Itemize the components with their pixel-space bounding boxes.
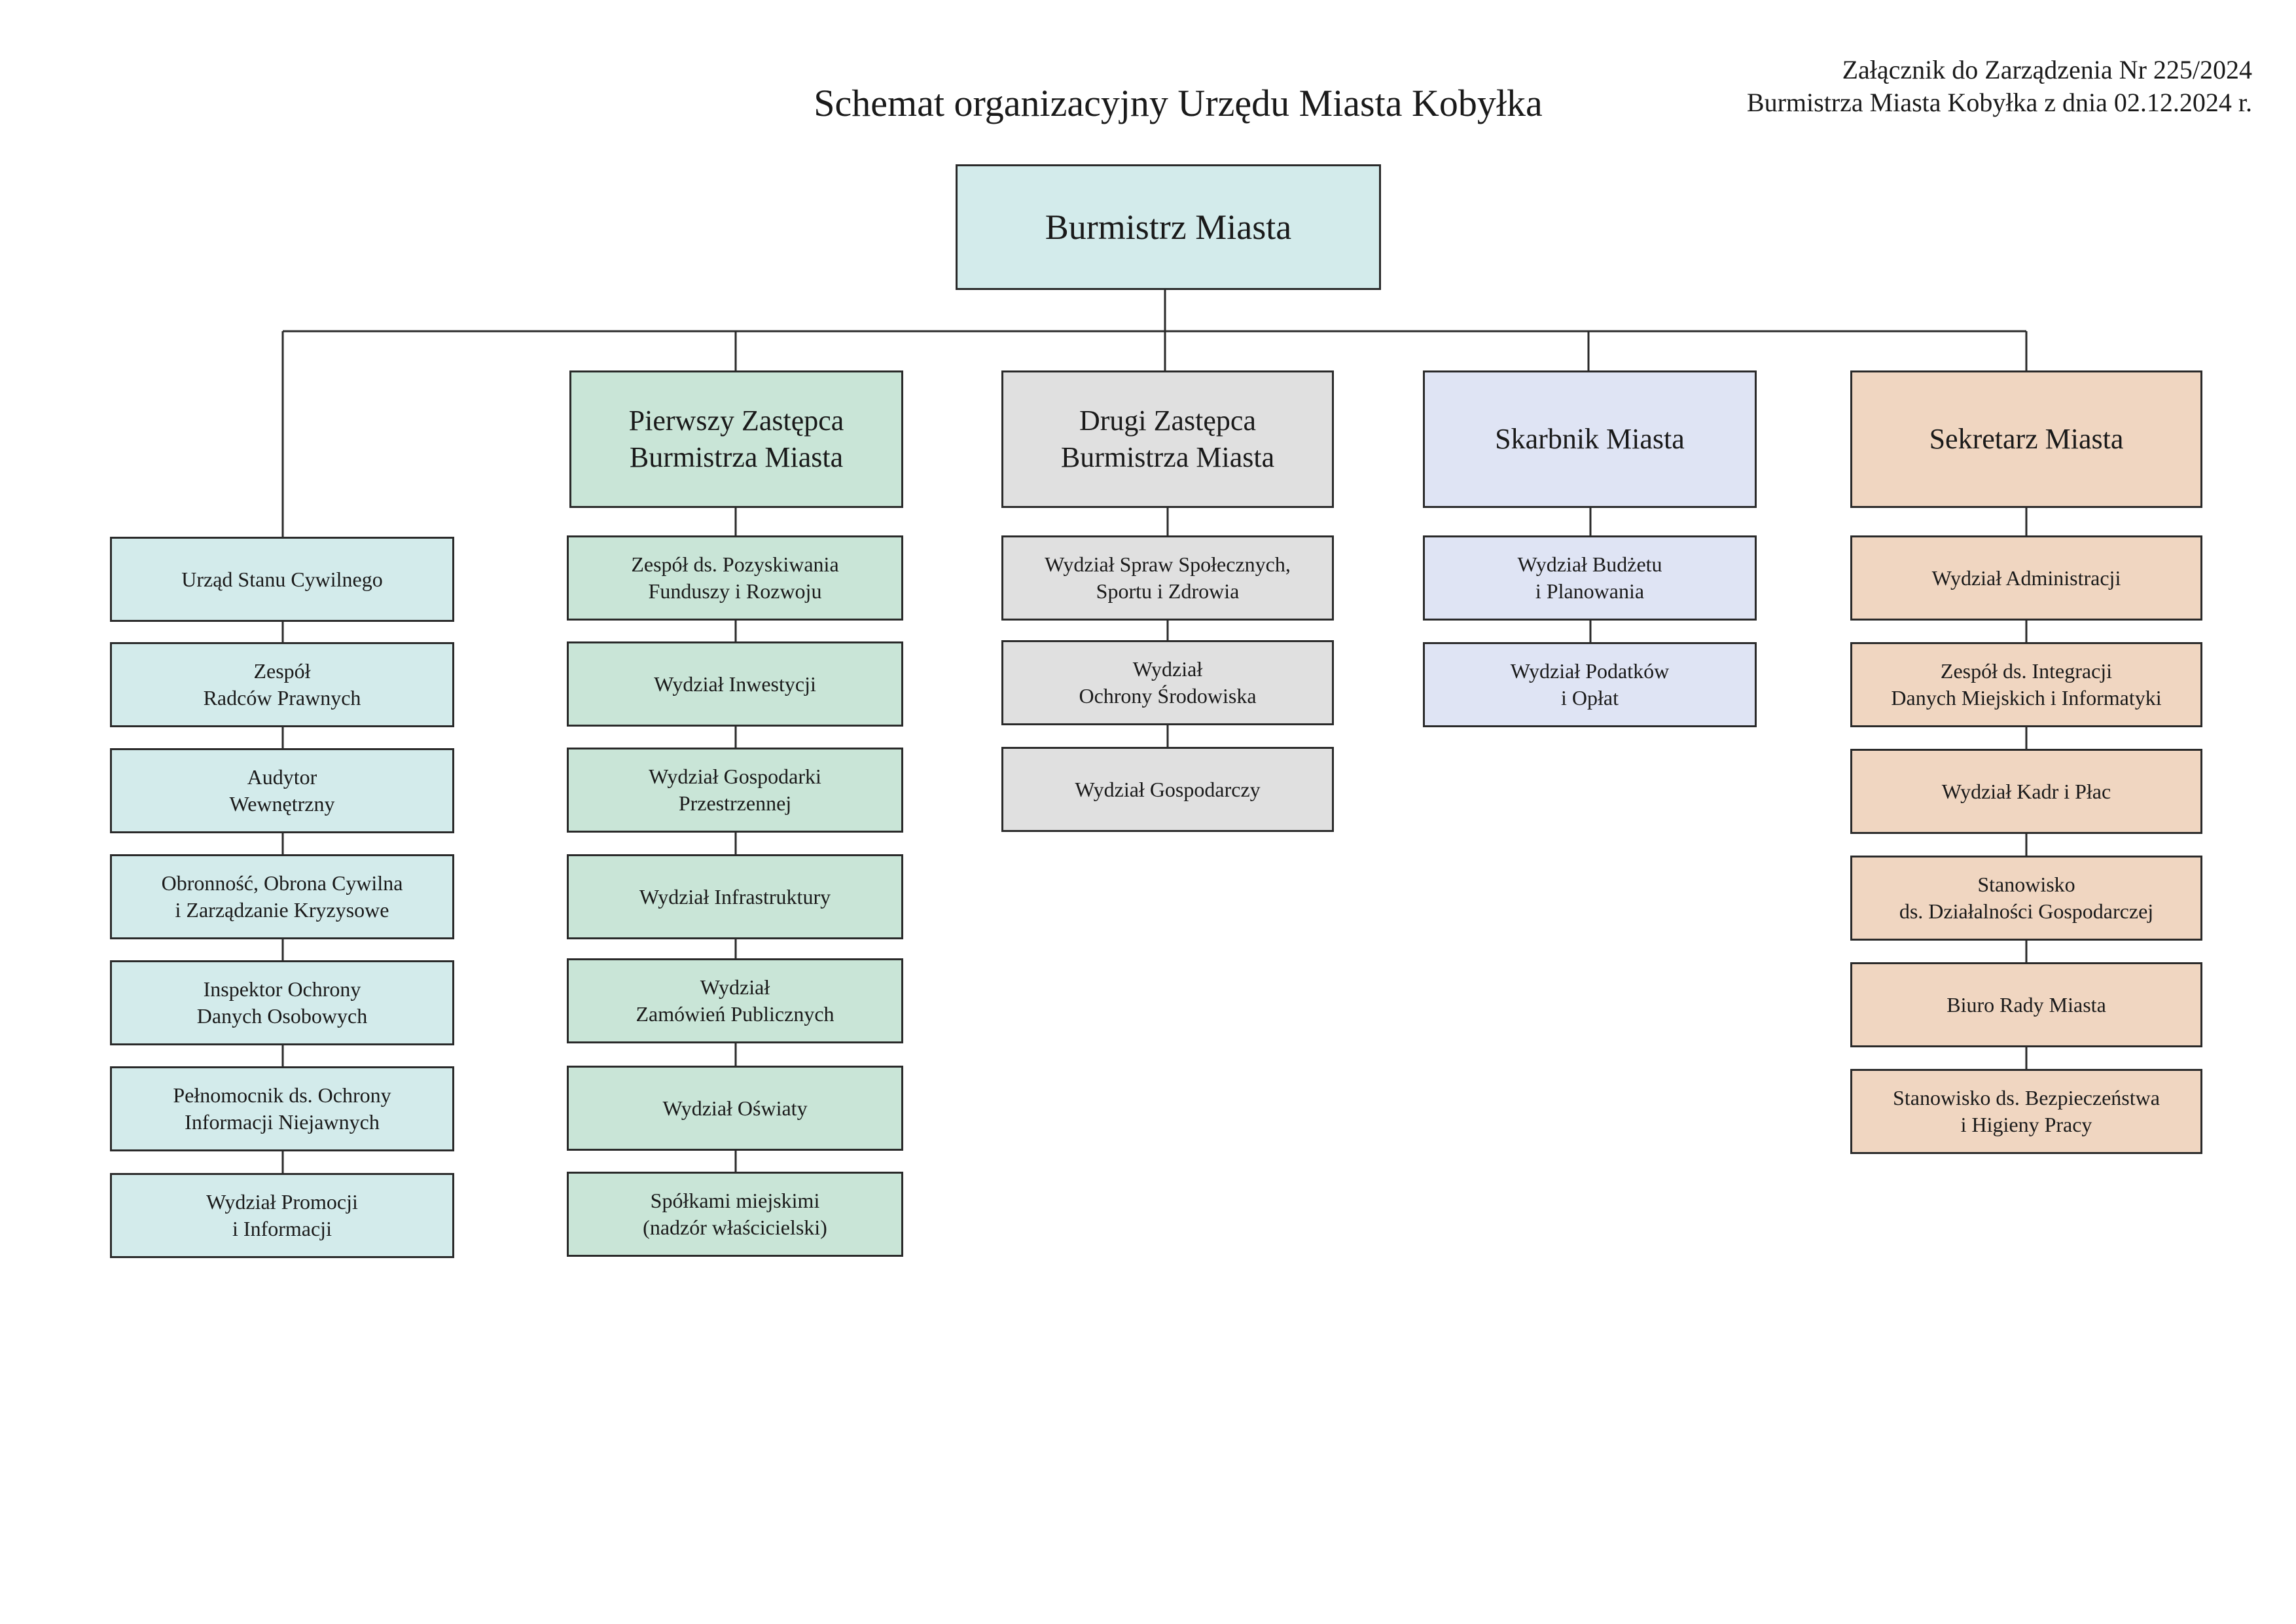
unit-label: Biuro Rady Miasta [1946, 992, 2106, 1017]
unit-label: Wydział Gospodarczy [1075, 777, 1261, 801]
head-treasurer: Skarbnik Miasta [1423, 370, 1757, 508]
unit-box: Obronność, Obrona Cywilna i Zarządzanie … [110, 854, 454, 939]
unit-box: Wydział Oświaty [567, 1066, 903, 1151]
unit-box: Stanowisko ds. Działalności Gospodarczej [1850, 856, 2202, 941]
annex-note: Załącznik do Zarządzenia Nr 225/2024 Bur… [1532, 54, 2252, 119]
head-second-deputy: Drugi Zastępca Burmistrza Miasta [1001, 370, 1334, 508]
head-secretary-label: Sekretarz Miasta [1929, 423, 2124, 455]
head-first-deputy: Pierwszy Zastępca Burmistrza Miasta [569, 370, 903, 508]
unit-label: Zespół ds. Integracji Danych Miejskich i… [1891, 659, 2162, 710]
unit-box: Wydział Gospodarki Przestrzennej [567, 748, 903, 833]
unit-box: Wydział Podatków i Opłat [1423, 642, 1757, 727]
unit-label: Wydział Spraw Społecznych, Sportu i Zdro… [1045, 552, 1291, 603]
unit-box: Wydział Ochrony Środowiska [1001, 640, 1334, 725]
unit-label: Zespół Radców Prawnych [203, 659, 361, 710]
unit-label: Wydział Promocji i Informacji [206, 1190, 358, 1240]
unit-box: Zespół Radców Prawnych [110, 642, 454, 727]
unit-label: Inspektor Ochrony Danych Osobowych [196, 977, 368, 1028]
unit-box: Wydział Administracji [1850, 535, 2202, 621]
unit-box: Wydział Zamówień Publicznych [567, 958, 903, 1043]
unit-label: Wydział Ochrony Środowiska [1079, 657, 1257, 708]
unit-box: Spółkami miejskimi (nadzór właścicielski… [567, 1172, 903, 1257]
unit-box: Zespół ds. Integracji Danych Miejskich i… [1850, 642, 2202, 727]
unit-label: Wydział Oświaty [662, 1096, 808, 1120]
unit-label: Pełnomocnik ds. Ochrony Informacji Nieja… [173, 1083, 391, 1134]
unit-box: Wydział Inwestycji [567, 641, 903, 727]
unit-label: Wydział Kadr i Płac [1941, 779, 2111, 803]
unit-box: Wydział Budżetu i Planowania [1423, 535, 1757, 621]
unit-box: Wydział Kadr i Płac [1850, 749, 2202, 834]
head-first-deputy-label: Pierwszy Zastępca Burmistrza Miasta [628, 405, 844, 473]
head-second-deputy-label: Drugi Zastępca Burmistrza Miasta [1060, 405, 1275, 473]
page-title: Schemat organizacyjny Urzędu Miasta Koby… [814, 82, 1543, 124]
unit-label: Obronność, Obrona Cywilna i Zarządzanie … [161, 871, 403, 922]
unit-label: Audytor Wewnętrzny [229, 765, 335, 816]
annex-line-1: Załącznik do Zarządzenia Nr 225/2024 [1842, 55, 2252, 84]
unit-label: Spółkami miejskimi (nadzór właścicielski… [643, 1189, 827, 1239]
mayor-label: Burmistrz Miasta [1045, 208, 1292, 247]
unit-label: Stanowisko ds. Działalności Gospodarczej [1899, 873, 2154, 923]
mayor-box: Burmistrz Miasta [956, 164, 1381, 290]
unit-box: Urząd Stanu Cywilnego [110, 537, 454, 622]
unit-box: Wydział Gospodarczy [1001, 747, 1334, 832]
unit-box: Wydział Infrastruktury [567, 854, 903, 939]
unit-label: Wydział Podatków i Opłat [1510, 659, 1670, 710]
unit-label: Urząd Stanu Cywilnego [181, 567, 383, 591]
unit-box: Wydział Promocji i Informacji [110, 1173, 454, 1258]
unit-label: Wydział Inwestycji [654, 672, 816, 696]
head-secretary: Sekretarz Miasta [1850, 370, 2202, 508]
unit-label: Wydział Administracji [1931, 566, 2121, 590]
unit-label: Wydział Infrastruktury [639, 884, 831, 909]
unit-box: Inspektor Ochrony Danych Osobowych [110, 960, 454, 1045]
unit-box: Pełnomocnik ds. Ochrony Informacji Nieja… [110, 1066, 454, 1151]
unit-box: Wydział Spraw Społecznych, Sportu i Zdro… [1001, 535, 1334, 621]
unit-box: Stanowisko ds. Bezpieczeństwa i Higieny … [1850, 1069, 2202, 1154]
head-treasurer-label: Skarbnik Miasta [1495, 423, 1685, 455]
unit-box: Zespół ds. Pozyskiwania Funduszy i Rozwo… [567, 535, 903, 621]
unit-box: Audytor Wewnętrzny [110, 748, 454, 833]
unit-label: Zespół ds. Pozyskiwania Funduszy i Rozwo… [631, 552, 839, 603]
unit-label: Wydział Zamówień Publicznych [636, 975, 834, 1026]
unit-box: Biuro Rady Miasta [1850, 962, 2202, 1047]
unit-label: Wydział Budżetu i Planowania [1517, 552, 1662, 603]
unit-label: Stanowisko ds. Bezpieczeństwa i Higieny … [1893, 1086, 2160, 1136]
annex-line-2: Burmistrza Miasta Kobyłka z dnia 02.12.2… [1746, 88, 2252, 117]
unit-label: Wydział Gospodarki Przestrzennej [649, 765, 821, 815]
